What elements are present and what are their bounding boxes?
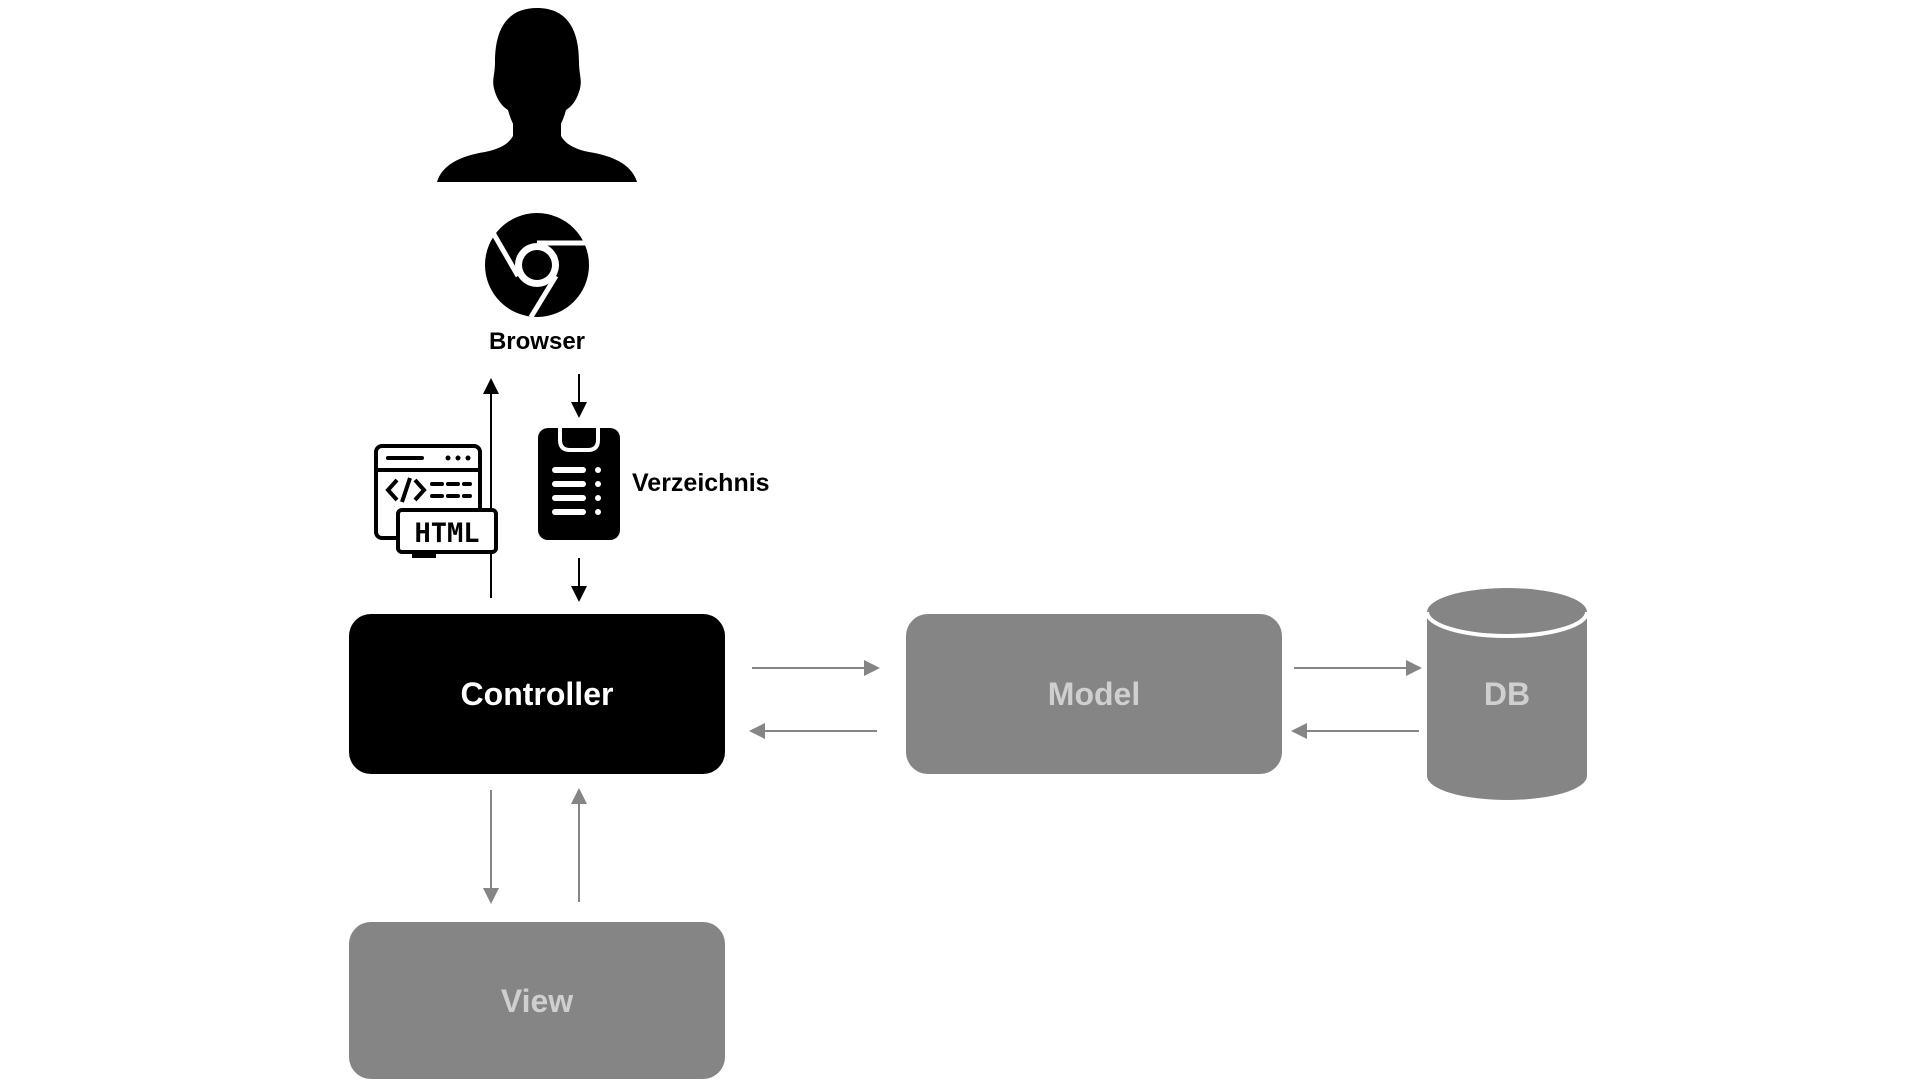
verzeichnis-label: Verzeichnis xyxy=(632,469,770,497)
clipboard-list-icon xyxy=(538,428,620,540)
chrome-browser-icon xyxy=(485,213,589,319)
database-cylinder-icon: DB xyxy=(1425,588,1589,800)
view-box: View xyxy=(349,922,725,1079)
view-label: View xyxy=(501,983,573,1019)
controller-label: Controller xyxy=(461,676,614,712)
model-label: Model xyxy=(1048,676,1140,712)
html-code-window-icon xyxy=(374,444,498,558)
html-badge-text: HTML xyxy=(414,518,479,549)
controller-box: Controller xyxy=(349,614,725,774)
user-silhouette-icon xyxy=(437,8,637,182)
model-box: Model xyxy=(906,614,1282,774)
browser-label: Browser xyxy=(489,328,585,355)
db-label: DB xyxy=(1484,676,1530,712)
